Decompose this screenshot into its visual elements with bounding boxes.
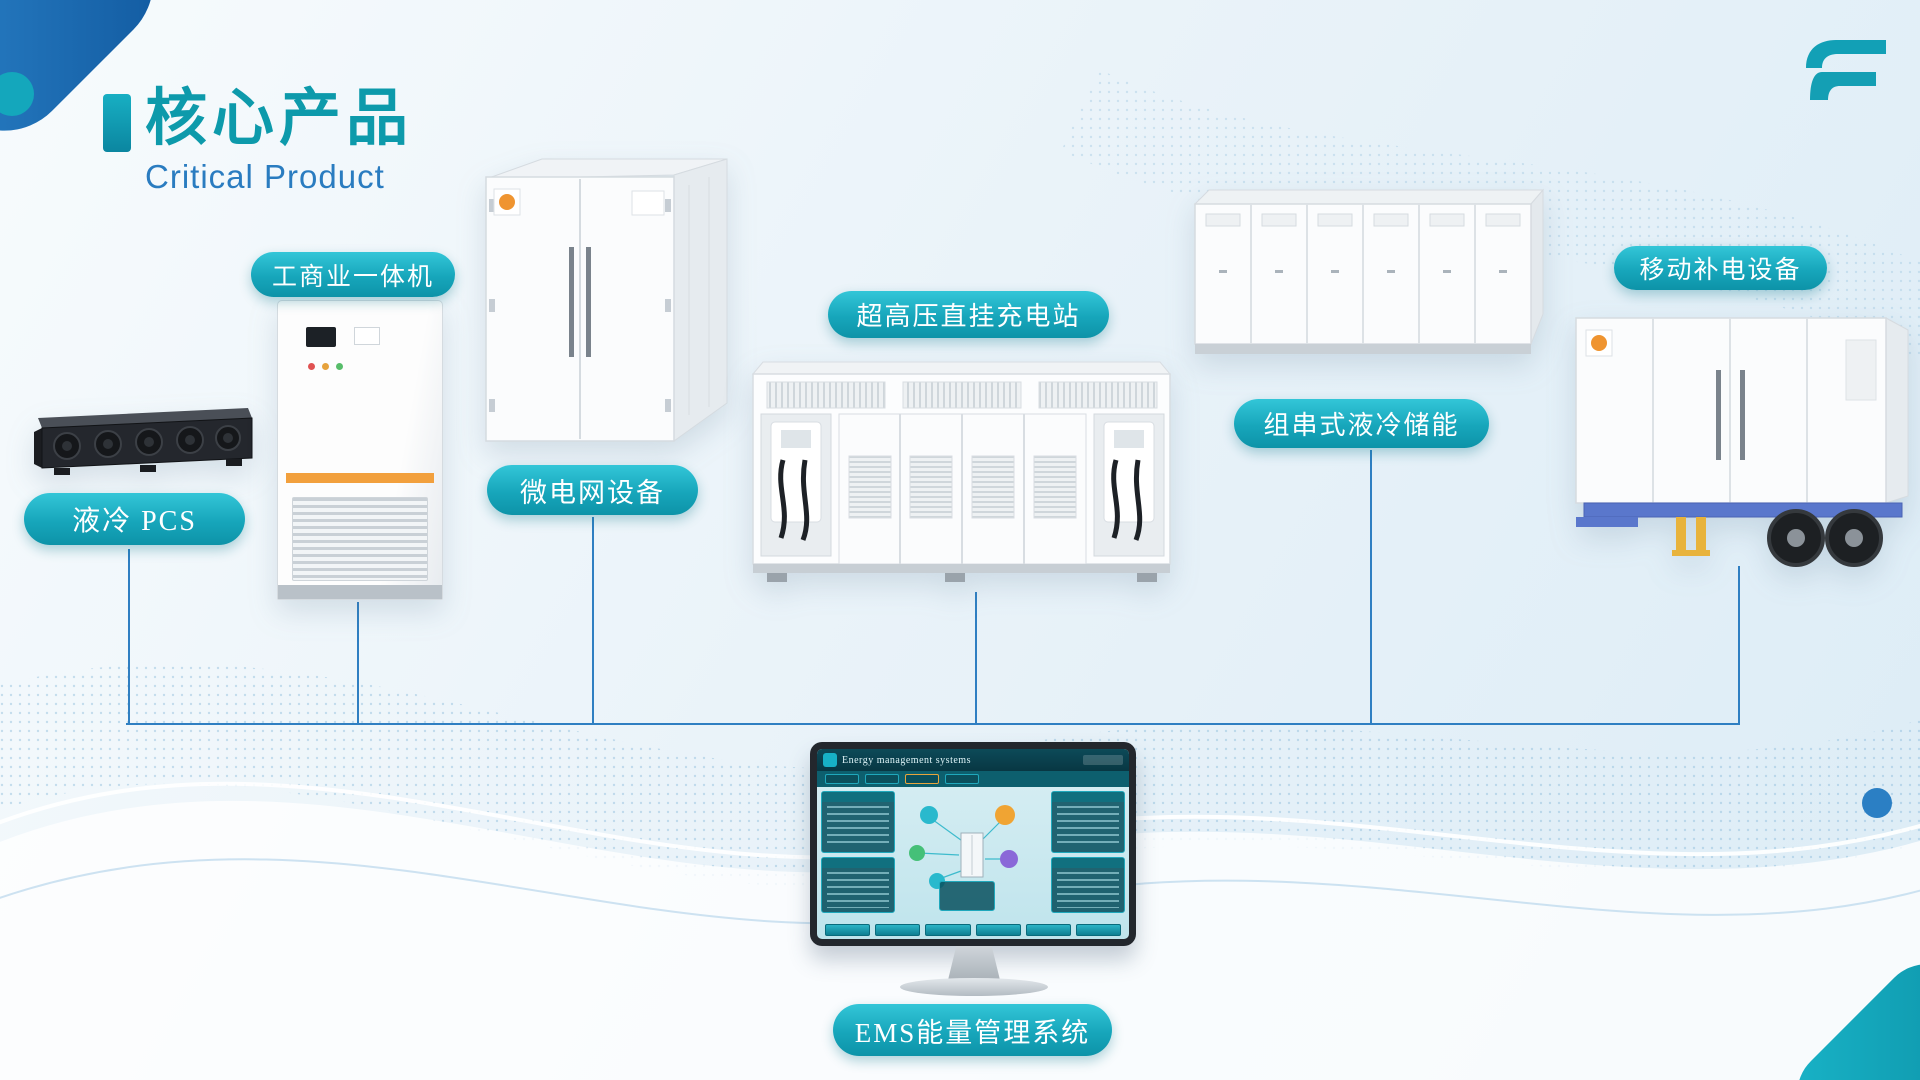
ems-plan-chip — [945, 774, 979, 784]
connector-mobile — [1738, 566, 1740, 725]
cabinet-plinth — [278, 585, 442, 599]
corner-teal-dot — [0, 72, 34, 116]
label-string-storage: 组串式液冷储能 — [1234, 399, 1489, 448]
connector-pcs — [128, 549, 130, 725]
page-subtitle: Critical Product — [145, 158, 385, 195]
trailer-landing-gear — [1672, 517, 1710, 556]
title-bullet — [103, 94, 131, 152]
cabinet-indicators — [308, 363, 343, 370]
ems-button-row — [817, 921, 1129, 939]
bottom-right-teal-shape — [1778, 945, 1920, 1080]
string-storage-container-image — [1193, 188, 1545, 354]
ems-nav-button-1 — [825, 924, 871, 936]
page-title: 核心产品 — [145, 84, 414, 153]
connector-string-storage — [1370, 450, 1372, 725]
ems-screen-title: Energy management systems — [842, 754, 971, 766]
label-ems-text: EMS能量管理系统 — [854, 1017, 1091, 1048]
pcs-fans — [53, 425, 241, 460]
mobile-power-trailer-image — [1575, 317, 1909, 567]
ems-monitor: Energy management systems — [810, 742, 1136, 946]
label-ems: EMS能量管理系统 — [833, 1004, 1112, 1056]
ems-nav-button-4 — [975, 924, 1021, 936]
liquid-pcs-image — [34, 408, 253, 475]
monitor-stand-base — [900, 978, 1048, 996]
ems-energy-flow-diagram — [909, 805, 1018, 889]
ems-status-chip — [865, 774, 899, 784]
label-mobile-power: 移动补电设备 — [1614, 246, 1827, 290]
connector-horizontal — [126, 723, 1740, 725]
header: 核心产品 Critical Product — [103, 86, 413, 196]
ems-dashboard-body — [817, 787, 1129, 921]
ems-center-panel — [939, 881, 995, 911]
label-microgrid: 微电网设备 — [487, 465, 698, 515]
connector-microgrid — [592, 517, 594, 725]
label-string-storage-text: 组串式液冷储能 — [1263, 411, 1460, 440]
ems-nav-button-6 — [1075, 924, 1122, 936]
brand-logo-icon — [1806, 40, 1886, 100]
label-all-in-one: 工商业一体机 — [251, 252, 455, 297]
charger-bay-left — [760, 413, 832, 557]
microgrid-container-image — [485, 158, 728, 442]
label-all-in-one-text: 工商业一体机 — [271, 263, 434, 291]
label-liquid-pcs: 液冷 PCS — [24, 493, 245, 545]
label-mobile-power-text: 移动补电设备 — [1639, 257, 1802, 284]
label-microgrid-text: 微电网设备 — [520, 477, 665, 508]
label-uhv-charger-text: 超高压直挂充电站 — [856, 302, 1081, 331]
ems-nav-button-5 — [1025, 924, 1071, 936]
cabinet-orange-stripe — [286, 473, 434, 483]
label-uhv-charger: 超高压直挂充电站 — [828, 291, 1109, 338]
ems-panel-left-bottom — [821, 857, 895, 913]
ems-mode-chip — [825, 774, 859, 784]
ems-nav-button-3 — [925, 924, 971, 936]
ems-screen-header: Energy management systems — [817, 749, 1129, 771]
connector-uhv — [975, 592, 977, 725]
cabinet-label-panel — [354, 327, 380, 345]
ems-panel-left-top — [821, 791, 895, 853]
label-liquid-pcs-text: 液冷 PCS — [72, 506, 197, 537]
microgrid-logo-icon — [499, 194, 515, 210]
cabinet-screen — [306, 327, 336, 347]
ems-toolbar — [817, 771, 1129, 787]
cabinet-body — [277, 300, 443, 600]
charger-bay-right — [1093, 413, 1165, 557]
all-in-one-cabinet-image — [277, 300, 443, 600]
trailer-wheels — [1767, 509, 1883, 567]
cabinet-vent-grille — [292, 497, 428, 581]
connector-all-in-one — [357, 602, 359, 725]
monitor-stand-neck — [948, 946, 1000, 980]
uhv-charging-station-image — [751, 361, 1172, 582]
right-edge-blue-dot — [1862, 788, 1892, 818]
ems-nav-button-2 — [875, 924, 921, 936]
ems-screen: Energy management systems — [817, 749, 1129, 939]
ems-clock-placeholder — [1083, 755, 1123, 765]
ems-panel-right-top — [1051, 791, 1125, 853]
ems-logo-icon — [823, 753, 837, 767]
mobile-logo-icon — [1591, 335, 1607, 351]
ems-panel-right-bottom — [1051, 857, 1125, 913]
ems-alert-chip — [905, 774, 939, 784]
